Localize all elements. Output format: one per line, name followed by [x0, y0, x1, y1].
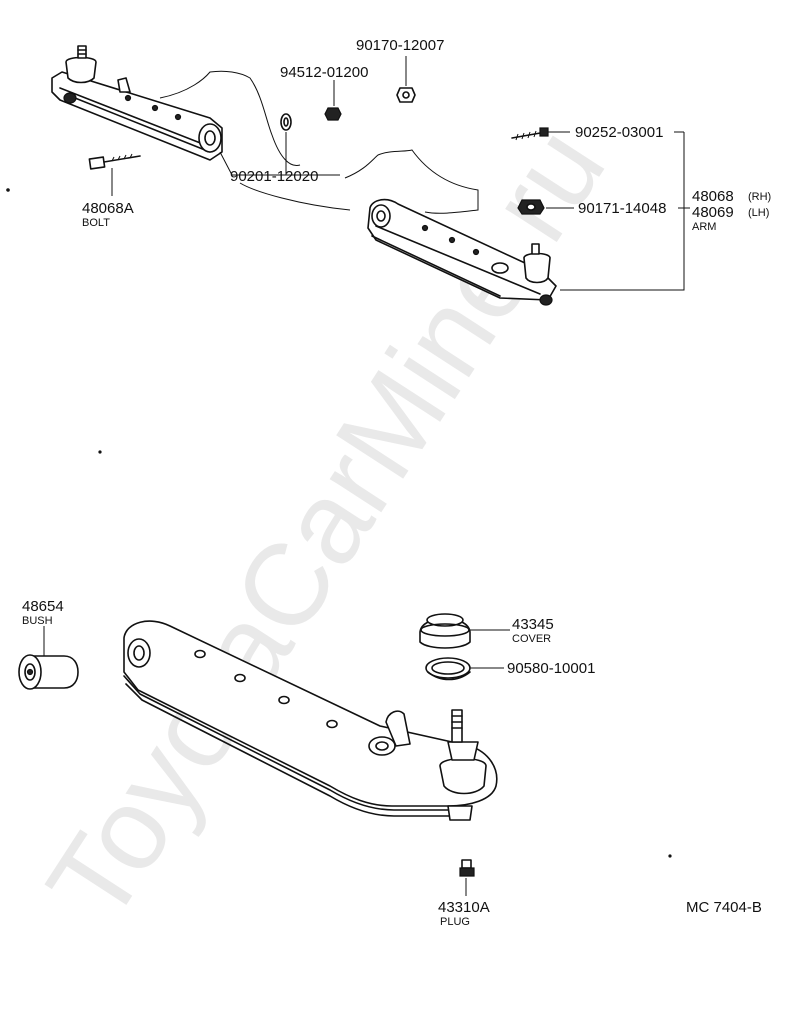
part-number-48069: 48069	[692, 204, 734, 221]
side-rh: (RH)	[748, 191, 771, 203]
scan-speck	[668, 854, 672, 858]
arm-exploded-drawing	[123, 620, 498, 821]
nut-90170-drawing	[396, 87, 416, 103]
part-name-arm: ARM	[692, 221, 716, 233]
ring-90580-drawing	[425, 657, 471, 681]
scan-speck	[98, 450, 102, 454]
part-number-90252-03001: 90252-03001	[575, 124, 663, 141]
part-name-bolt: BOLT	[82, 217, 110, 229]
part-number-94512-01200: 94512-01200	[280, 64, 368, 81]
scan-speck	[6, 188, 10, 192]
part-number-48068: 48068	[692, 188, 734, 205]
leader-lines-top	[111, 56, 690, 291]
cover-43345-drawing	[419, 613, 471, 649]
watermark: ToyotaCarMine.ru	[22, 105, 630, 944]
part-name-plug: PLUG	[440, 916, 470, 928]
lower-control-arm	[367, 198, 557, 306]
bush-48654-drawing	[18, 654, 79, 690]
plug-43310a-drawing	[459, 859, 475, 877]
part-name-bush: BUSH	[22, 615, 53, 627]
nut-90171-drawing	[517, 199, 545, 215]
bolt-48068a-drawing	[88, 153, 141, 170]
nut-94512-drawing	[324, 107, 342, 121]
frame-outline	[159, 70, 479, 214]
part-number-43310a: 43310A	[438, 899, 490, 916]
part-number-48654: 48654	[22, 598, 64, 615]
part-number-90170-12007: 90170-12007	[356, 37, 444, 54]
part-number-48068a: 48068A	[82, 200, 134, 217]
part-name-cover: COVER	[512, 633, 551, 645]
part-number-90580-10001: 90580-10001	[507, 660, 595, 677]
diagram-code: MC 7404-B	[686, 899, 762, 916]
side-lh: (LH)	[748, 207, 769, 219]
washer-90201-drawing	[280, 113, 292, 131]
leader-lines-bottom	[43, 626, 510, 896]
part-number-90171-14048: 90171-14048	[578, 200, 666, 217]
upper-control-arm	[51, 45, 223, 161]
part-number-90201-12020: 90201-12020	[230, 168, 318, 185]
part-number-43345: 43345	[512, 616, 554, 633]
